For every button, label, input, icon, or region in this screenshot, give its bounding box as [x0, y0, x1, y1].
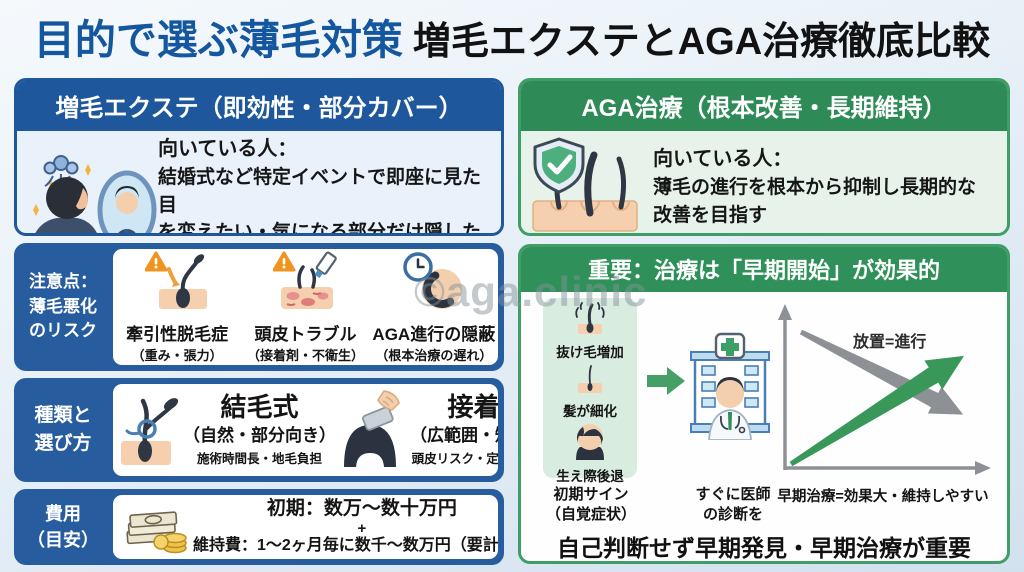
sign-thinning: 髪が細化 [563, 361, 617, 420]
cost-maintenance: 維持費：1〜2ヶ月毎に数千〜数万円（要計画） [193, 537, 498, 555]
risk-label-line: 注意点： [29, 272, 97, 292]
type-label-line: 選び方 [34, 433, 92, 454]
risk-section-label: 注意点： 薄毛悪化 のリスク [20, 249, 106, 365]
cost-section: 費用 （目安） [14, 489, 504, 565]
suited-line: 結婚式など特定イベントで即座に見た目 [158, 167, 482, 216]
type-item-note: 頭皮リスク・定期貼り替え [411, 452, 498, 467]
type-item-sub: （広範囲・短時間） [410, 426, 498, 446]
page-title: 目的で選ぶ薄毛対策増毛エクステとAGA治療徹底比較 [0, 6, 1024, 66]
cost-label-line: 費用 [45, 503, 81, 524]
doctor-caption: すぐに医師 の診断を [687, 485, 779, 524]
aga-suited-section: 向いている人： 薄毛の進行を根本から抑制し長期的な 改善を目指す [521, 131, 1007, 233]
risk-item-scalp: 頭皮トラブル （接着剤・不衛生） [241, 251, 369, 364]
adhesive-method-icon [336, 389, 406, 472]
aga-suited-text: 向いている人： 薄毛の進行を根本から抑制し長期的な 改善を目指す [653, 145, 976, 229]
sign-recession: 生え際後退 [556, 420, 624, 485]
money-icon [123, 496, 193, 559]
early-start-box: 重要：治療は「早期開始」が効果的 抜け毛増加 [518, 244, 1010, 564]
risk-label-line: のリスク [29, 321, 97, 341]
risk-item-concealment: AGA進行の隠蔽 （根本治療の遅れ） [370, 251, 498, 364]
cost-label-line: （目安） [27, 530, 99, 550]
doctor-caption-line: すぐに医師 [695, 486, 771, 503]
knot-method-icon [113, 389, 179, 472]
signs-caption-line: （自覚症状） [545, 505, 636, 523]
cost-initial: 初期：数万〜数十万円 [266, 498, 457, 520]
risk-section: 注意点： 薄毛悪化 のリスク [14, 243, 504, 371]
hospital-doctor-icon [689, 332, 771, 445]
title-rest: 増毛エクステとAGA治療徹底比較 [412, 21, 991, 63]
hair-shedding-icon [568, 300, 612, 341]
cost-section-label: 費用 （目安） [20, 495, 106, 559]
type-item-note: 施術時間長・地毛負担 [196, 452, 322, 467]
flow-arrow-icon [647, 364, 687, 403]
doctor-caption-line: の診断を [702, 505, 763, 523]
aga-panel: AGA治療（根本改善・長期維持） 向いている人： [518, 78, 1010, 564]
scalp-trouble-icon [272, 251, 338, 318]
extension-panel-title: 増毛エクステ（即効性・部分カバー） [17, 81, 501, 131]
early-signs-box: 抜け毛増加 髪が細化 [543, 298, 637, 484]
type-section: 種類と 選び方 [14, 378, 504, 482]
signs-caption: 初期サイン （自覚症状） [529, 485, 653, 524]
sign-label: 抜け毛増加 [556, 345, 624, 360]
risk-item-traction: 牽引性脱毛症 （重み・張力） [113, 251, 241, 364]
suited-label: 向いている人： [158, 138, 298, 160]
risk-items: 牽引性脱毛症 （重み・張力） [113, 249, 498, 365]
risk-item-sub: （根本治療の遅れ） [375, 347, 493, 363]
graph-caption: 早期治療=効果大・維持しやすい [777, 489, 989, 505]
hair-thinning-icon [568, 361, 612, 400]
type-item-sub: （自然・部分向き） [183, 426, 336, 446]
risk-item-name: 牽引性脱毛症 [126, 324, 229, 344]
cost-text: 初期：数万〜数十万円 + 維持費：1〜2ヶ月毎に数千〜数万円（要計画） [193, 498, 498, 555]
risk-item-sub: （接着剤・不衛生） [246, 347, 364, 363]
traction-alopecia-icon [144, 251, 209, 318]
aga-header-box: AGA治療（根本改善・長期維持） 向いている人： [518, 78, 1010, 236]
neglect-label: 放置=進行 [853, 334, 927, 351]
suited-line: を変えたい・気になる部分だけ隠したい [158, 222, 482, 236]
type-item-name: 結毛式 [220, 391, 299, 422]
early-start-content: 抜け毛増加 髪が細化 [521, 292, 1007, 561]
suited-label: 向いている人： [653, 148, 793, 171]
risk-item-name: 頭皮トラブル [254, 324, 357, 344]
cost-content: 初期：数万〜数十万円 + 維持費：1〜2ヶ月毎に数千〜数万円（要計画） [113, 495, 498, 559]
sign-label: 生え際後退 [556, 469, 624, 484]
extension-suited-section: 向いている人： 結婚式など特定イベントで即座に見た目 を変えたい・気になる部分だ… [17, 131, 501, 236]
bottom-message: 自己判断せず早期発見・早期治療が重要 [557, 535, 971, 561]
sign-shedding: 抜け毛増加 [556, 300, 624, 361]
aga-panel-title: AGA治療（根本改善・長期維持） [521, 81, 1007, 131]
hairline-recession-icon [568, 420, 612, 465]
cost-plus: + [357, 520, 367, 538]
type-item-knot: 結毛式 （自然・部分向き） 施術時間長・地毛負担 [113, 389, 336, 472]
aga-concealment-icon [402, 251, 466, 318]
type-items: 結毛式 （自然・部分向き） 施術時間長・地毛負担 [113, 384, 498, 476]
progress-graph [771, 300, 995, 487]
type-label-line: 種類と [34, 405, 92, 427]
extension-header-box: 増毛エクステ（即効性・部分カバー） [14, 78, 504, 236]
man-mirror-icon [23, 150, 158, 233]
extension-panel: 増毛エクステ（即効性・部分カバー） [14, 78, 504, 565]
title-highlight: 目的で選ぶ薄毛対策 [33, 17, 403, 63]
risk-item-name: AGA進行の隠蔽 [372, 324, 496, 344]
type-item-adhesive: 接着式 （広範囲・短時間） 頭皮リスク・定期貼り替え [336, 389, 498, 472]
suited-line: 薄毛の進行を根本から抑制し長期的な [653, 177, 977, 199]
shield-follicle-icon [529, 135, 641, 233]
signs-caption-line: 初期サイン [553, 486, 629, 503]
important-banner: 重要：治療は「早期開始」が効果的 [521, 247, 1007, 292]
type-section-label: 種類と 選び方 [20, 384, 106, 476]
suited-line: 改善を目指す [653, 205, 768, 226]
risk-label-line: 薄毛悪化 [29, 296, 97, 316]
extension-suited-text: 向いている人： 結婚式など特定イベントで即座に見た目 を変えたい・気になる部分だ… [158, 135, 493, 236]
type-item-name: 接着式 [447, 391, 498, 422]
risk-item-sub: （重み・張力） [131, 347, 223, 363]
sign-label: 髪が細化 [563, 404, 617, 419]
